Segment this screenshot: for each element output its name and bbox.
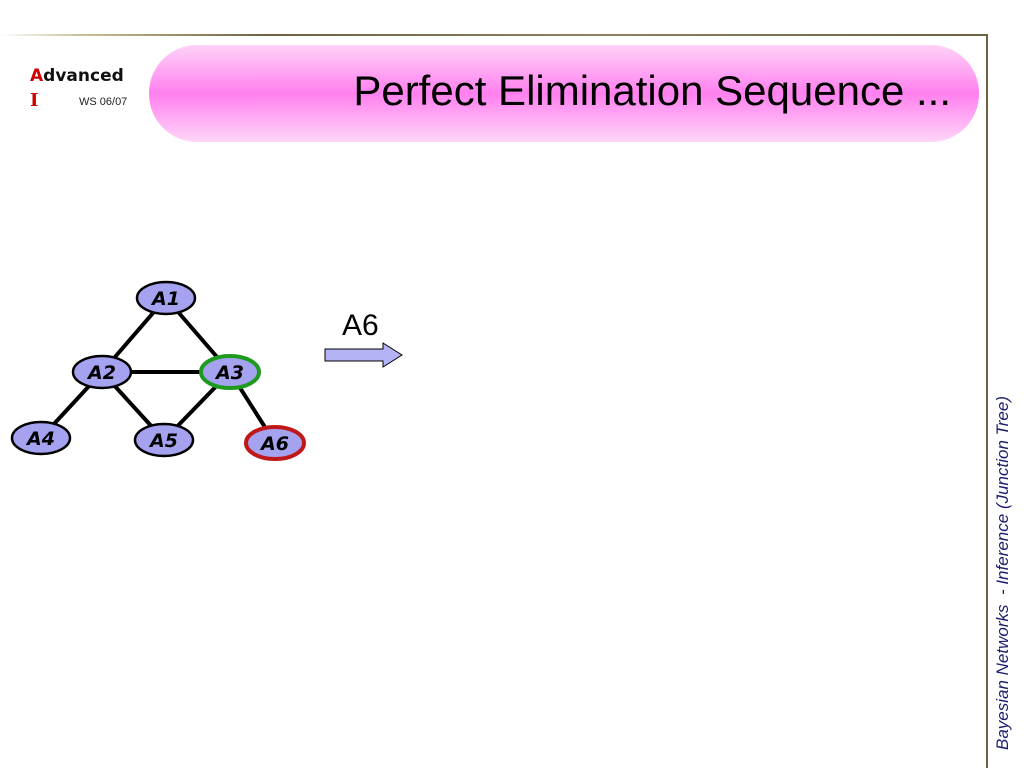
node-ellipse: [244, 425, 306, 461]
course-logo: Advanced I WS 06/07: [30, 66, 150, 116]
node-label: A6: [259, 433, 289, 455]
node-a4: A4: [10, 420, 72, 456]
node-a1: A1: [135, 280, 197, 316]
right-rule: [986, 34, 988, 768]
eliminated-node-label: A6: [342, 309, 379, 342]
logo-letter-a: A: [30, 66, 44, 86]
node-a5: A5: [133, 422, 195, 458]
node-label: A3: [214, 362, 244, 384]
node-label: A5: [148, 430, 178, 452]
node-label: A2: [86, 362, 116, 384]
logo-semester: WS 06/07: [79, 96, 128, 108]
slide-title: Perfect Elimination Sequence ...: [353, 67, 951, 114]
title-banner: Perfect Elimination Sequence ...: [149, 45, 979, 142]
logo-letter-i: I: [30, 90, 39, 111]
elimination-arrow-icon: [324, 342, 403, 368]
node-label: A1: [150, 288, 180, 310]
header-rule: [0, 34, 987, 36]
node-label: A4: [25, 428, 55, 450]
node-a2: A2: [71, 354, 133, 390]
node-a6: A6: [244, 425, 306, 461]
node-a3: A3: [199, 354, 261, 390]
node-ellipse: [199, 354, 261, 390]
logo-advanced: Advanced: [30, 66, 124, 86]
side-footer-label: Bayesian Networks - Inference (Junction …: [993, 396, 1012, 750]
node-ellipse: [71, 354, 133, 390]
node-ellipse: [133, 422, 195, 458]
node-ellipse: [135, 280, 197, 316]
logo-word-rest: dvanced: [43, 66, 124, 86]
node-ellipse: [10, 420, 72, 456]
